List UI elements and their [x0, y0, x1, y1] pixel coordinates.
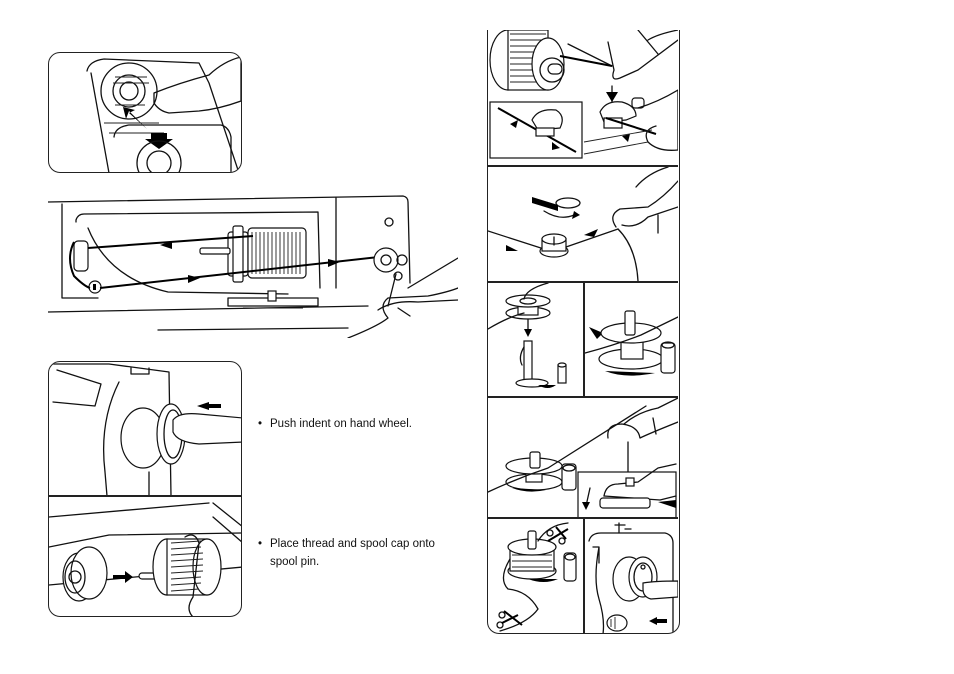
caption-push-indent: • Push indent on hand wheel.	[258, 415, 458, 433]
figure-bobbin-onto-spindle	[488, 283, 583, 396]
figure-cut-thread	[488, 519, 583, 634]
bullet: •	[258, 535, 262, 553]
bobbin-case-illustration	[49, 53, 242, 173]
arrow-right-icon	[113, 571, 133, 583]
spool-cap-illustration	[49, 497, 242, 617]
arrow-left-icon	[649, 617, 667, 625]
push-bobbin-illustration	[585, 283, 678, 396]
right-column-frame	[487, 30, 680, 634]
thread-guide-illustration	[488, 30, 678, 165]
hand-wheel-illustration	[49, 362, 242, 496]
scissors-icon	[497, 611, 522, 628]
bullet: •	[258, 415, 262, 433]
arrow-right-icon	[328, 259, 340, 267]
figure-hand-wheel-and-spool	[48, 361, 242, 617]
bobbin-spindle-illustration	[488, 283, 583, 396]
arrow-up-right-icon	[584, 229, 598, 237]
figure-pull-hand-wheel	[585, 519, 678, 634]
cut-thread-illustration	[488, 519, 583, 634]
foot-control-illustration	[488, 398, 678, 517]
arrow-rotate-clockwise-icon	[572, 211, 580, 219]
figure-remove-bobbin	[48, 52, 242, 173]
caption-place-thread: • Place thread and spool cap onto spool …	[258, 535, 458, 571]
figure-push-bobbin	[585, 283, 678, 396]
arrow-left-icon	[197, 402, 221, 410]
caption-text: Push indent on hand wheel.	[258, 415, 458, 433]
figure-foot-control	[488, 398, 678, 517]
figure-tension-disc	[488, 167, 678, 281]
tension-disc-illustration	[488, 167, 678, 281]
figure-thread-path	[48, 188, 458, 338]
arrow-down-icon	[524, 329, 532, 337]
arrow-down-icon	[606, 92, 618, 102]
arrow-right-icon	[506, 245, 518, 251]
pull-hand-wheel-illustration	[585, 519, 678, 634]
figure-thread-guide	[488, 30, 678, 165]
thread-path-illustration	[48, 188, 458, 338]
figure-spool-cap	[49, 497, 242, 617]
caption-text: Place thread and spool cap onto spool pi…	[258, 535, 458, 571]
figure-hand-wheel	[49, 362, 242, 496]
